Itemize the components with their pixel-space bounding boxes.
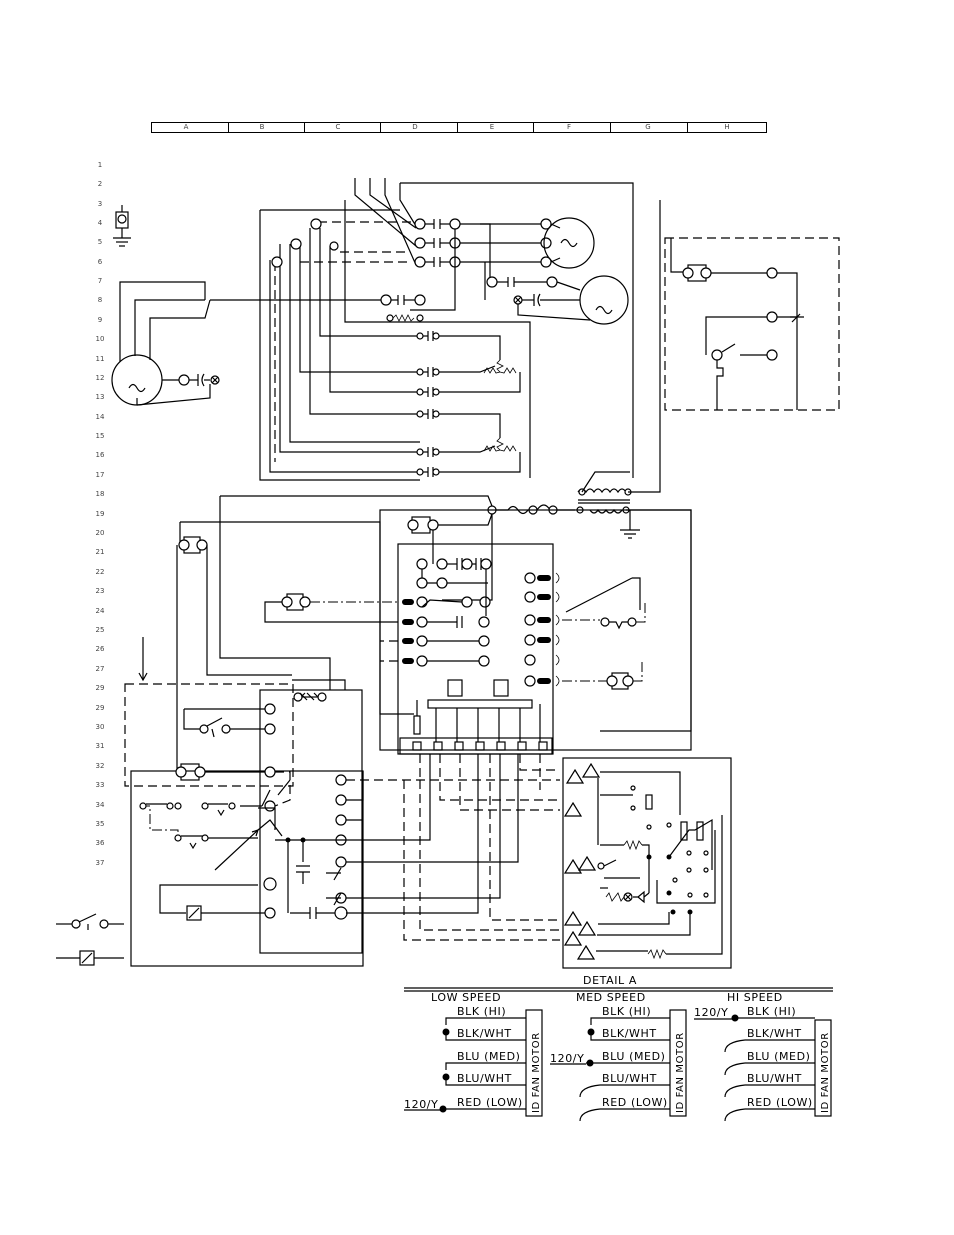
column-labels: A B C D E F G H <box>184 123 730 131</box>
row-number: 34 <box>96 801 105 809</box>
hi-speed-panel: HI SPEED ID FAN MOTOR BLK (HI) BLK/WHT B… <box>694 991 832 1122</box>
indoor-fan-motor-icon <box>111 281 220 406</box>
row-number: 30 <box>96 723 105 731</box>
lead-label: RED (LOW) <box>602 1096 668 1109</box>
panel-title: MED SPEED <box>576 991 646 1004</box>
row-number: 8 <box>98 296 102 304</box>
lead-label: BLK/WHT <box>747 1027 802 1040</box>
defrost-control-box <box>664 237 840 411</box>
row-number: 6 <box>98 258 103 266</box>
supply-label: 120/Y <box>694 1006 728 1019</box>
row-number: 21 <box>96 548 105 556</box>
column-label: B <box>260 123 265 131</box>
row-number: 20 <box>96 529 105 537</box>
lead-label: BLK (HI) <box>747 1005 796 1018</box>
row-number: 18 <box>96 490 105 498</box>
column-label: F <box>567 123 571 131</box>
row-number: 32 <box>96 762 105 770</box>
motor-label: ID FAN MOTOR <box>531 1032 542 1113</box>
lead-label: BLU (MED) <box>457 1050 521 1063</box>
row-number: 1 <box>98 161 102 169</box>
fan-speed-legend: LOW SPEED ID FAN MOTOR BLK (HI) BLK/WHT … <box>404 987 833 1122</box>
row-number: 26 <box>96 645 105 653</box>
lead-label: BLK/WHT <box>457 1027 512 1040</box>
motor-label: ID FAN MOTOR <box>820 1032 831 1113</box>
row-number: 27 <box>96 665 105 673</box>
lead-label: BLK (HI) <box>457 1005 506 1018</box>
column-header-bar <box>151 122 767 133</box>
row-number: 29 <box>96 684 105 692</box>
row-number: 31 <box>96 742 105 750</box>
row-number: 13 <box>96 393 105 401</box>
detail-connections <box>346 754 560 941</box>
row-number: 19 <box>96 510 105 518</box>
lead-label: BLU (MED) <box>747 1050 811 1063</box>
row-number: 33 <box>96 781 105 789</box>
lead-label: RED (LOW) <box>457 1096 523 1109</box>
column-label: H <box>724 123 729 131</box>
column-label: A <box>184 123 189 131</box>
contactor-contacts <box>410 218 552 311</box>
control-board <box>379 509 692 755</box>
supply-label: 120/Y <box>550 1052 584 1065</box>
row-number: 37 <box>96 859 105 867</box>
row-number: 15 <box>96 432 105 440</box>
lead-label: BLK (HI) <box>602 1005 651 1018</box>
detail-a-title: DETAIL A <box>583 974 637 987</box>
thermostat-wiring <box>138 521 414 775</box>
ground-terminal-icon <box>113 205 131 247</box>
low-speed-panel: LOW SPEED ID FAN MOTOR BLK (HI) BLK/WHT … <box>404 991 543 1117</box>
heater-contacts <box>416 331 521 477</box>
board-right-terminals <box>524 572 560 687</box>
med-speed-panel: MED SPEED ID FAN MOTOR BLK (HI) BLK/WHT … <box>550 991 687 1122</box>
lead-label: RED (LOW) <box>747 1096 813 1109</box>
row-number: 11 <box>96 355 105 363</box>
row-number: 16 <box>96 451 105 459</box>
transformer-icon <box>576 200 692 732</box>
row-number: 7 <box>98 277 102 285</box>
legend-symbols <box>56 913 124 966</box>
supply-label: 120/Y <box>404 1098 438 1111</box>
motor-label: ID FAN MOTOR <box>675 1032 686 1113</box>
row-number: 3 <box>98 200 102 208</box>
row-number: 17 <box>96 471 105 479</box>
lead-label: BLU/WHT <box>602 1072 657 1085</box>
row-number: 36 <box>96 839 105 847</box>
row-number: 35 <box>96 820 105 828</box>
row-number: 12 <box>96 374 105 382</box>
detail-a-box: DETAIL A <box>562 757 732 987</box>
row-number: 14 <box>96 413 105 421</box>
column-label: D <box>412 123 417 131</box>
lead-label: BLU/WHT <box>747 1072 802 1085</box>
column-label: E <box>490 123 494 131</box>
row-number: 4 <box>98 219 103 227</box>
lead-label: BLU/WHT <box>457 1072 512 1085</box>
row-number: 22 <box>96 568 105 576</box>
row-numbers: 1 2 3 4 5 6 7 8 9 10 11 12 13 14 15 16 1… <box>96 161 105 867</box>
column-label: C <box>336 123 341 131</box>
row-number: 24 <box>96 607 105 615</box>
row-number: 29 <box>96 704 105 712</box>
power-section <box>111 178 634 481</box>
row-number: 23 <box>96 587 105 595</box>
indoor-control-panel <box>124 679 519 967</box>
lead-label: BLU (MED) <box>602 1050 666 1063</box>
row-number: 10 <box>96 335 105 343</box>
panel-title: HI SPEED <box>727 991 783 1004</box>
column-label: G <box>645 123 650 131</box>
row-number: 2 <box>98 180 102 188</box>
panel-title: LOW SPEED <box>431 991 501 1004</box>
row-number: 9 <box>98 316 102 324</box>
outdoor-fan-motor-icon <box>486 275 629 325</box>
row-number: 25 <box>96 626 105 634</box>
row-number: 5 <box>98 238 102 246</box>
compressor-motor-icon <box>543 217 595 269</box>
lead-label: BLK/WHT <box>602 1027 657 1040</box>
